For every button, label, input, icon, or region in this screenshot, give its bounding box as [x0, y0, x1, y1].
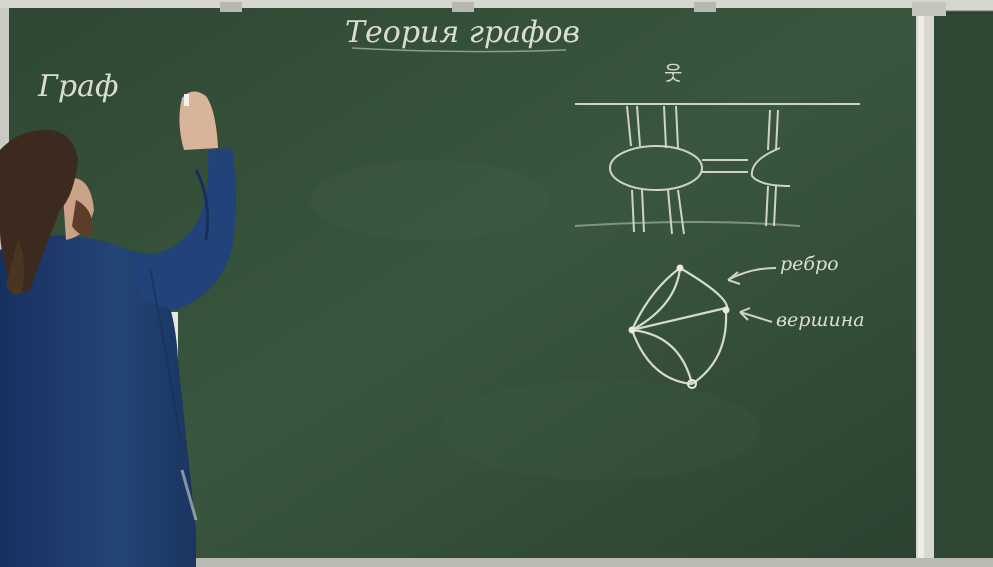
- board-panel-right: [934, 14, 993, 564]
- label-vertex: вершина: [776, 309, 865, 331]
- edge-arrow-icon: [727, 267, 777, 285]
- board-frame-bottom: [0, 558, 993, 567]
- chalk-piece: [184, 94, 189, 106]
- graph-vertex: [628, 326, 636, 334]
- graph-vertex: [687, 379, 697, 389]
- lecturer-jacket: [0, 235, 196, 567]
- vertex-arrow-icon: [739, 307, 773, 323]
- board-heading: Граф: [37, 69, 118, 104]
- graph-vertices: [628, 264, 730, 389]
- graph-sketch: [630, 267, 729, 386]
- lecturer-arm: [130, 148, 236, 310]
- board-frame-top: [0, 0, 993, 10]
- lecturer-hand: [179, 91, 218, 150]
- bridges-sketch: [574, 103, 860, 235]
- graph-vertex: [676, 264, 684, 272]
- lecturer: [0, 91, 236, 567]
- label-edges: ребро: [780, 253, 839, 275]
- board-title: Теория графов: [345, 15, 580, 50]
- graph-vertex: [722, 306, 730, 314]
- stick-figure-icon: 웃: [664, 61, 682, 85]
